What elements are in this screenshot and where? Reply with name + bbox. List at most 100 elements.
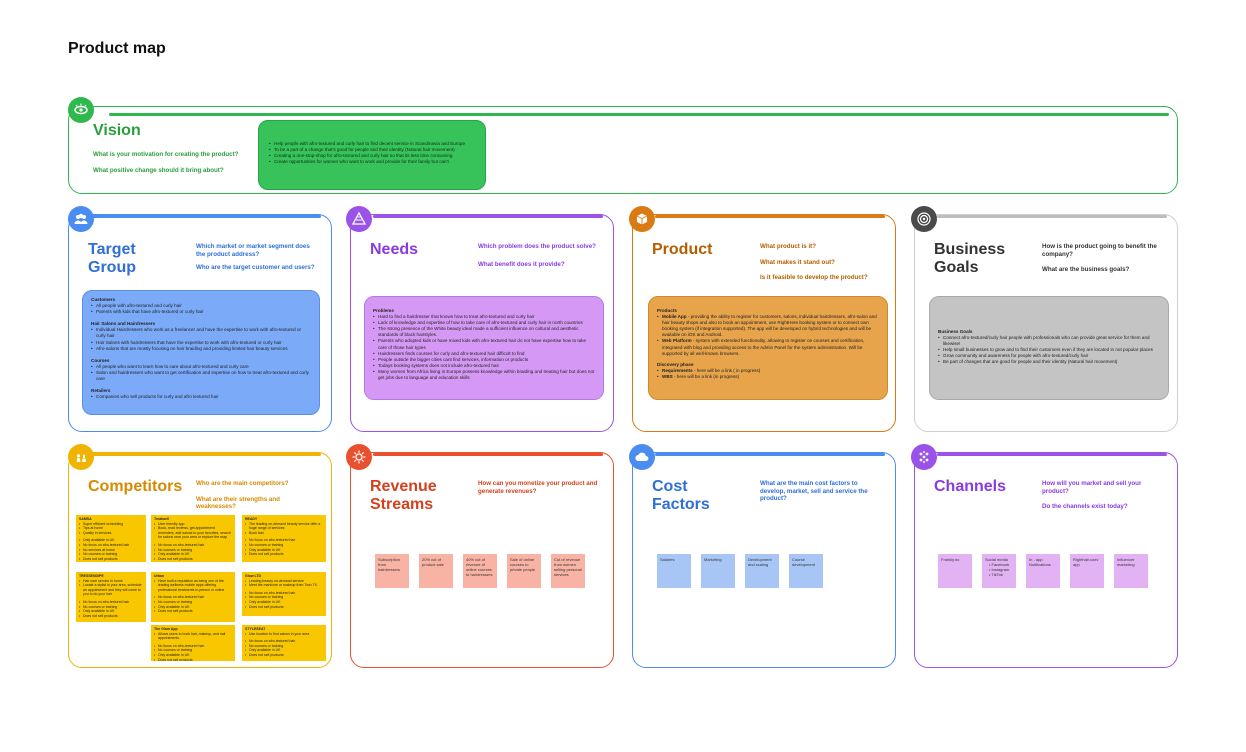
competitor-point: No focus on afro-textured hair bbox=[245, 538, 323, 543]
competitor-point: Tips at home bbox=[79, 526, 143, 531]
competitor-point: No focus on afro-textured hair bbox=[245, 591, 323, 596]
competitor-point: No focus on afro-textured hair bbox=[79, 600, 143, 605]
revenue-title: Revenue Streams bbox=[370, 478, 437, 513]
competitor-point: Locate a stylist in your area, schedule … bbox=[79, 583, 143, 597]
competitors-badge bbox=[68, 444, 94, 470]
business-item: Connect afro-textured/curly hair people … bbox=[938, 335, 1160, 347]
competitor-note: TRESSENDIPEHair care service in homeLoca… bbox=[76, 572, 146, 622]
competitor-point: No courses or training bbox=[154, 548, 232, 553]
vision-question-1: What is your motivation for creating the… bbox=[93, 151, 239, 158]
target-group-questions: Which market or market segment does the … bbox=[196, 243, 320, 278]
business-goals-panel: Business Goals Connect afro-textured/cur… bbox=[929, 296, 1169, 400]
needs-questions: Which problem does the product solve? Wh… bbox=[478, 243, 602, 274]
competitor-point: Meet the manicure or makeup from Twin TX… bbox=[245, 583, 323, 588]
business-goals-badge bbox=[911, 206, 937, 232]
cost-sticky: Salaries bbox=[657, 554, 691, 588]
competitor-name: READY bbox=[245, 517, 258, 521]
competitor-note: STYLESEATUse location to find salons in … bbox=[242, 625, 326, 661]
cost-title: Cost Factors bbox=[652, 478, 710, 513]
competitor-point: No focus on afro-textured hair bbox=[79, 543, 143, 548]
competitor-point: Leading beauty on-demand service bbox=[245, 579, 323, 584]
target-item: All people who want to learn how to care… bbox=[91, 364, 311, 370]
competitor-point: Only available in UK bbox=[154, 552, 232, 557]
vision-badge bbox=[68, 97, 94, 123]
channels-question-2: Do the channels exist today? bbox=[1042, 503, 1128, 510]
competitor-point: No focus on afro-textured hair bbox=[154, 543, 232, 548]
revenue-question-1: How can you monetize your product and ge… bbox=[478, 480, 598, 495]
competitor-point: Book, read reviews, get appointment remi… bbox=[154, 526, 232, 540]
vision-question-2: What positive change should it bring abo… bbox=[93, 166, 224, 174]
business-heading: Business Goals bbox=[938, 329, 973, 334]
target-item: All people with afro-textured and curly … bbox=[91, 303, 311, 309]
eye-icon bbox=[74, 103, 88, 115]
sticky-subitem: • TikTok bbox=[989, 572, 1003, 577]
competitor-point: The leading on-demand beauty service off… bbox=[245, 522, 323, 531]
target-icon bbox=[917, 212, 931, 226]
competitor-point: Only available in UK bbox=[79, 609, 143, 614]
competitor-point: Only available in UK bbox=[79, 538, 143, 543]
business-item: Help small businesses to grow and to fin… bbox=[938, 347, 1160, 353]
competitor-point: Does not sell products bbox=[154, 658, 232, 661]
sticky-title: Social media bbox=[985, 557, 1008, 562]
cloud-icon bbox=[635, 452, 649, 462]
box-icon bbox=[636, 213, 648, 225]
revenue-sticky: Cut of revenue from women selling person… bbox=[551, 554, 585, 588]
competitors-question-1: Who are the main competitors? bbox=[196, 480, 289, 487]
target-group-title: Target Group bbox=[88, 241, 136, 276]
sticky-subitem: • Facebook bbox=[989, 562, 1010, 567]
sticky-title: Frankly.no bbox=[941, 557, 960, 562]
target-item: Salon and hairdressers who want to get c… bbox=[91, 370, 311, 382]
competitor-point: Does not sell products bbox=[79, 614, 143, 619]
competitor-point: Book fast bbox=[245, 531, 323, 536]
competitor-point: Only available in UK bbox=[154, 605, 232, 610]
people-icon bbox=[74, 213, 88, 224]
competitor-note: UrbanHave built a reputation as being on… bbox=[151, 572, 235, 622]
product-title: Product bbox=[652, 241, 713, 258]
revenue-sticky: Sale of online courses to private people bbox=[507, 554, 541, 588]
competitor-point: No courses or training bbox=[245, 644, 323, 649]
chess-icon bbox=[76, 454, 86, 462]
dots-grid-icon bbox=[919, 451, 929, 463]
vision-panel: Help people with afro-textured and curly… bbox=[258, 120, 486, 190]
competitor-point: Does not sell products bbox=[245, 605, 323, 610]
needs-item: Hairdressers finds courses for curly and… bbox=[373, 351, 595, 357]
competitor-name: The Glam App bbox=[154, 627, 178, 631]
needs-question-2: What benefit does it provide? bbox=[478, 260, 565, 268]
competitor-point: Only available in UK bbox=[245, 600, 323, 605]
product-panel: Products Mobile App - providing the abil… bbox=[648, 296, 888, 400]
product-question-3: Is it feasible to develop the product? bbox=[760, 274, 868, 281]
competitor-point: Hair care service in home bbox=[79, 579, 143, 584]
vision-card bbox=[68, 106, 1178, 194]
needs-badge bbox=[346, 206, 372, 232]
needs-item: Lack of knowledge and expertise of how t… bbox=[373, 320, 595, 326]
vision-item: To be a part of a change that's good for… bbox=[269, 147, 475, 153]
pyramid-icon bbox=[351, 211, 367, 225]
competitor-note: READYThe leading on-demand beauty servic… bbox=[242, 515, 326, 562]
competitor-note: The Glam AppAllows users to book hair, m… bbox=[151, 625, 235, 661]
sticky-title: Righthair.com/ app bbox=[1073, 557, 1099, 567]
business-item: Be part of changes that are good for peo… bbox=[938, 359, 1160, 365]
product-question-1: What product is it? bbox=[760, 243, 817, 250]
product-item: WBS - here will be a link (in progress) bbox=[657, 374, 879, 380]
competitor-point: Quality in services bbox=[79, 531, 143, 536]
competitor-name: Treatwell bbox=[154, 517, 169, 521]
needs-item: Many women from Africa living in Europe … bbox=[373, 369, 595, 381]
target-section-heading: Customers bbox=[91, 297, 115, 302]
business-item: Grow community and awareness for people … bbox=[938, 353, 1160, 359]
revenue-sticky: 20% cut of product sale bbox=[419, 554, 453, 588]
competitors-questions: Who are the main competitors? What are t… bbox=[196, 480, 320, 517]
competitor-name: STYLESEAT bbox=[245, 627, 266, 631]
competitor-point: Only available in UK bbox=[154, 653, 232, 658]
competitor-name: SAMSA bbox=[79, 517, 92, 521]
competitor-point: No courses or training bbox=[245, 595, 323, 600]
target-item: Afro-salons that are mostly focusing on … bbox=[91, 346, 311, 352]
needs-question-1: Which problem does the product solve? bbox=[478, 243, 596, 250]
needs-item: People outside the bigger cities cant fi… bbox=[373, 357, 595, 363]
needs-item: Hard to find a hairdresser that knows ho… bbox=[373, 314, 595, 320]
vision-questions: What is your motivation for creating the… bbox=[93, 151, 243, 180]
target-section-heading: Hair Salons and Hairdressers bbox=[91, 321, 156, 327]
target-item: Hair Salons with hairdressers that have … bbox=[91, 340, 311, 346]
cost-badge bbox=[629, 444, 655, 470]
competitor-name: Urban bbox=[154, 574, 165, 578]
cost-sticky: Development and scaling bbox=[745, 554, 779, 588]
